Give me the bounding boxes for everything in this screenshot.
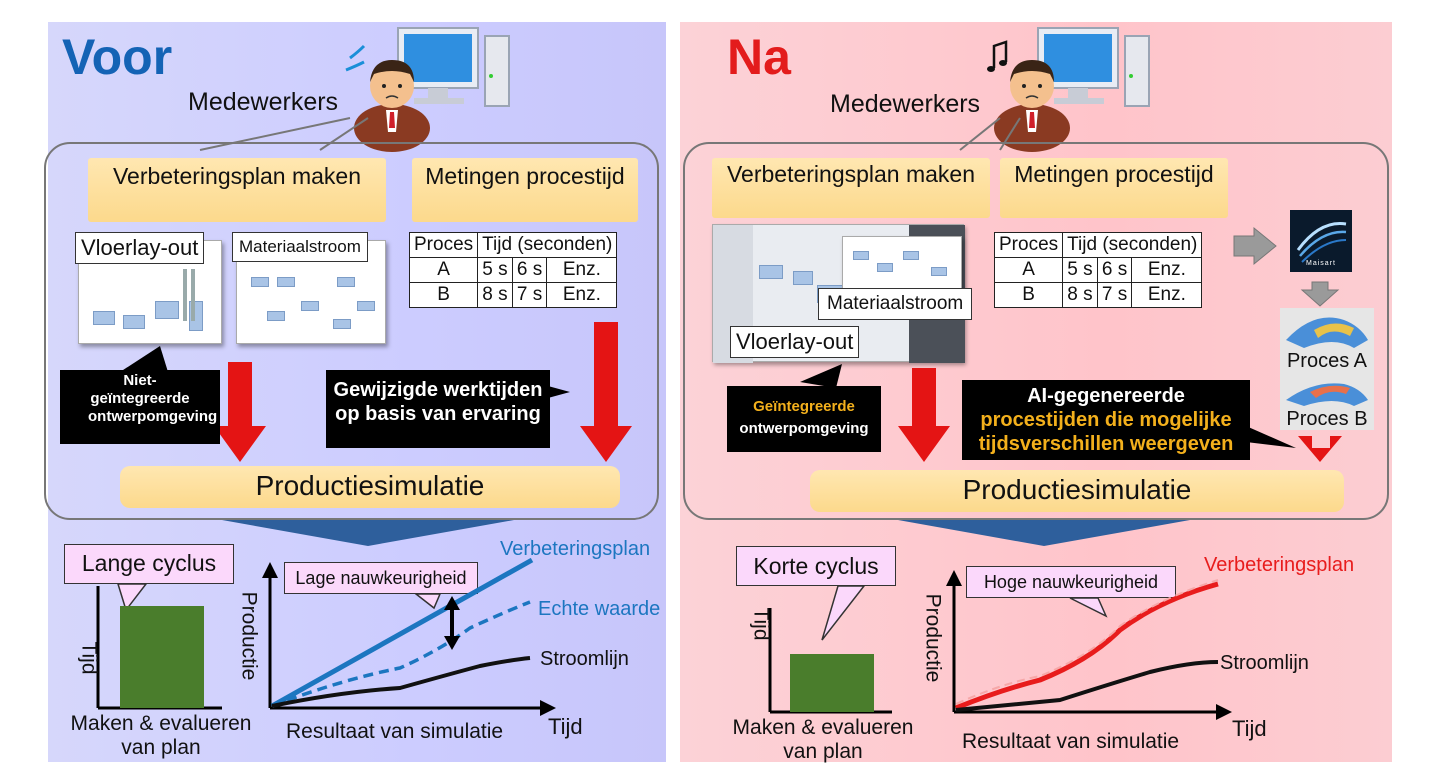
before-simulation-box: Productiesimulatie bbox=[120, 466, 620, 508]
before-material-flow-label: Materiaalstroom bbox=[232, 232, 368, 262]
table-cell: B bbox=[993, 282, 1064, 308]
before-modified-times-callout: Gewijzigde werktijden op basis van ervar… bbox=[326, 370, 550, 448]
after-stream-line bbox=[955, 660, 1219, 712]
before-real-series-label: Echte waarde bbox=[538, 598, 661, 620]
after-chart-axis-y: Productie bbox=[921, 593, 945, 683]
process-b-label: Proces B bbox=[1286, 408, 1368, 430]
table-header-proces: Proces bbox=[993, 232, 1064, 258]
after-accuracy-callout: Hoge nauwkeurigheid bbox=[966, 566, 1176, 598]
after-stream-series-label: Stroomlijn bbox=[1220, 652, 1309, 674]
after-real-line bbox=[955, 579, 1219, 705]
table-cell: A bbox=[408, 257, 479, 283]
table-cell: Enz. bbox=[546, 282, 618, 308]
after-simulation-box: Productiesimulatie bbox=[810, 470, 1344, 512]
before-plan-series-label: Verbeteringsplan bbox=[500, 538, 651, 560]
after-plan-box: Verbeteringsplan maken bbox=[712, 158, 990, 218]
before-floor-layout-label: Vloerlay-out bbox=[75, 232, 205, 264]
table-cell: 5 s bbox=[1062, 257, 1098, 283]
table-cell: A bbox=[993, 257, 1064, 283]
before-accuracy-callout: Lage nauwkeurigheid bbox=[284, 562, 478, 594]
table-cell: B bbox=[408, 282, 479, 308]
after-plan-series-label: Verbeteringsplan bbox=[1204, 554, 1355, 576]
after-title: Na bbox=[727, 29, 791, 85]
table-header-proces: Proces bbox=[408, 232, 479, 258]
after-material-flow-image bbox=[842, 236, 962, 298]
before-process-frame bbox=[44, 142, 659, 520]
table-cell: 8 s bbox=[1062, 282, 1098, 308]
maisart-swoosh-icon bbox=[1296, 222, 1347, 263]
after-bar bbox=[790, 654, 874, 712]
after-chart-axis-x: Tijd bbox=[1232, 716, 1267, 741]
after-ai-text-3: tijdsverschillen weergeven bbox=[978, 433, 1234, 455]
after-material-flow-label: Materiaalstroom bbox=[818, 288, 973, 320]
table-cell: 7 s bbox=[511, 282, 548, 308]
after-integrated-highlight: Geïntegreerde bbox=[753, 398, 855, 415]
before-real-line bbox=[271, 600, 531, 708]
after-process-table: Proces Tijd (seconden) A 5 s 6 s Enz. B … bbox=[993, 232, 1203, 308]
table-cell: 8 s bbox=[477, 282, 513, 308]
after-cycle-callout: Korte cyclus bbox=[736, 546, 896, 586]
after-ai-text-2: procestijden die mogelijke bbox=[980, 409, 1232, 431]
after-chart-caption: Resultaat van simulatie bbox=[962, 730, 1180, 753]
table-header-tijd: Tijd (seconden) bbox=[1062, 232, 1203, 258]
before-bar bbox=[120, 606, 204, 708]
before-stream-line bbox=[271, 656, 531, 708]
before-nonintegrated-text: Niet-geïntegreerde ontwerpomgeving bbox=[88, 372, 218, 425]
table-header-tijd: Tijd (seconden) bbox=[477, 232, 618, 258]
process-b-surface-icon bbox=[1286, 383, 1368, 406]
after-floor-layout-label: Vloerlay-out bbox=[730, 326, 860, 358]
after-process-frame bbox=[683, 142, 1389, 520]
table-cell: Enz. bbox=[1131, 257, 1203, 283]
table-cell: 6 s bbox=[1096, 257, 1133, 283]
after-ai-callout: AI-gegenereerde procestijden die mogelij… bbox=[962, 380, 1250, 460]
before-measurement-box: Metingen procestijd bbox=[412, 158, 638, 222]
before-nonintegrated-callout: Niet-geïntegreerde ontwerpomgeving bbox=[60, 370, 220, 444]
after-integrated-callout: Geïntegreerde ontwerpomgeving bbox=[727, 386, 881, 452]
after-integrated-text: ontwerpomgeving bbox=[739, 420, 869, 437]
after-plan-line bbox=[955, 581, 1219, 711]
before-worker-label: Medewerkers bbox=[188, 88, 339, 116]
before-bar-caption: Maken & evalueren van plan bbox=[70, 712, 252, 759]
before-process-table: Proces Tijd (seconden) A 5 s 6 s Enz. B … bbox=[408, 232, 618, 308]
before-plan-box: Verbeteringsplan maken bbox=[88, 158, 386, 222]
table-cell: Enz. bbox=[1131, 282, 1203, 308]
process-a-label: Proces A bbox=[1286, 350, 1368, 372]
before-stream-series-label: Stroomlijn bbox=[540, 648, 629, 670]
before-plan-line bbox=[270, 557, 534, 709]
before-worker-computer-icon bbox=[345, 27, 510, 152]
process-a-surface-icon bbox=[1286, 317, 1368, 348]
after-worker-computer-icon bbox=[987, 27, 1150, 152]
before-title: Voor bbox=[62, 29, 173, 85]
maisart-logo: Maisart bbox=[1290, 210, 1352, 272]
maisart-label: Maisart bbox=[1306, 260, 1336, 267]
before-chart-caption: Resultaat van simulatie bbox=[286, 720, 504, 743]
after-measurement-box: Metingen procestijd bbox=[1000, 158, 1228, 218]
after-ai-text-1: AI-gegenereerde bbox=[1027, 385, 1185, 407]
after-worker-label: Medewerkers bbox=[830, 90, 981, 118]
before-cycle-callout: Lange cyclus bbox=[64, 544, 234, 584]
ai-process-panel: Proces A Proces B bbox=[1280, 308, 1374, 430]
before-chart-axis-x: Tijd bbox=[548, 714, 583, 739]
after-bar-caption: Maken & evalueren van plan bbox=[732, 716, 914, 763]
